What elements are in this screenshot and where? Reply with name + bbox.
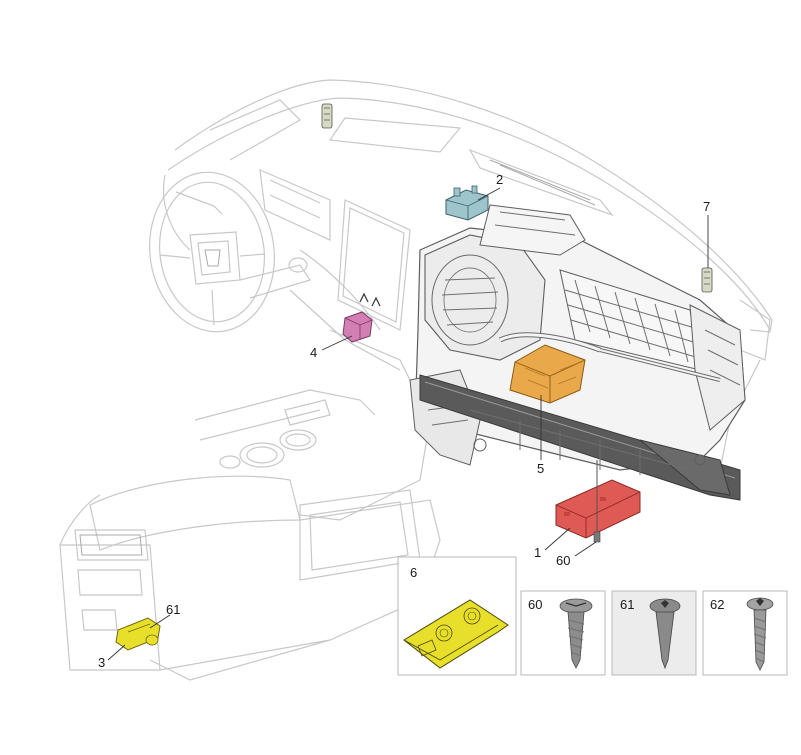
part-7-sensor	[701, 267, 713, 293]
part-5-module	[509, 344, 586, 404]
part-2-module	[445, 185, 489, 221]
callout-60: 60	[556, 553, 570, 568]
upper-sensor	[321, 103, 333, 129]
callout-4: 4	[310, 345, 317, 360]
leader-lines	[107, 187, 709, 661]
inset-6-label: 6	[410, 565, 417, 580]
callout-7: 7	[703, 199, 710, 214]
inset-61: 61	[611, 590, 697, 676]
callout-1: 1	[534, 545, 541, 560]
inset-60-label: 60	[528, 597, 542, 612]
inset-6: 6	[397, 556, 517, 676]
center-console	[59, 329, 441, 681]
inset-62: 62	[702, 590, 788, 676]
hvac-housing	[409, 204, 746, 501]
part-1-module	[555, 479, 641, 539]
screw-60-marker	[593, 460, 601, 543]
callout-5: 5	[537, 461, 544, 476]
steering-wheel	[149, 171, 311, 333]
callouts: 2 7 4 5 1 60 61 3	[98, 172, 710, 670]
callout-2: 2	[496, 172, 503, 187]
inset-60: 60	[520, 590, 606, 676]
callout-61: 61	[166, 602, 180, 617]
callout-3: 3	[98, 655, 105, 670]
part-3-sensor	[115, 617, 161, 651]
inset-62-label: 62	[710, 597, 724, 612]
part-4-module	[342, 292, 381, 343]
inset-61-label: 61	[620, 597, 634, 612]
